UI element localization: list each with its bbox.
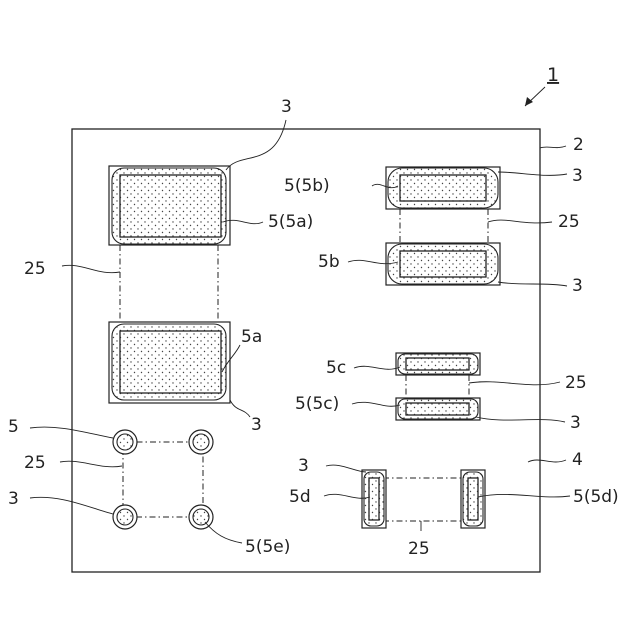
leader-b-top-3 [498, 172, 567, 175]
leader-a-bot-3 [230, 400, 250, 417]
leader-c-bot-3 [476, 417, 565, 422]
leader-b-25 [488, 220, 552, 223]
label-c-bot-3: 3 [570, 413, 581, 433]
solder-5e-tr [193, 434, 209, 450]
component-group-d: 3 5d 5(5d) 25 [289, 456, 619, 559]
label-a-top-5: 5(5a) [268, 212, 313, 232]
label-d-5d: 5d [289, 487, 311, 507]
label-c-25: 25 [565, 373, 587, 393]
solder-5d-right [463, 472, 483, 526]
leader-d-5 [478, 494, 570, 497]
component-group-e: 5 25 3 5(5e) [8, 417, 290, 557]
label-b-bot-5: 5b [318, 252, 340, 272]
component-group-b: 5(5b) 3 25 5b 3 [284, 166, 583, 296]
label-e-3: 3 [8, 489, 19, 509]
label-c-top-5: 5c [326, 358, 346, 378]
label-a-top-3: 3 [281, 97, 292, 117]
solder-5e-br [193, 509, 209, 525]
leader-d-3 [326, 465, 366, 472]
solder-5b-bottom [388, 244, 498, 284]
label-b-top-3: 3 [572, 166, 583, 186]
leader-c-top-5 [354, 366, 400, 369]
label-a-25: 25 [24, 259, 46, 279]
label-b-top-5: 5(5b) [284, 176, 330, 196]
leader-4 [528, 460, 566, 462]
solder-5c-top [398, 354, 478, 374]
outline-25-e [123, 442, 203, 517]
solder-5c-bottom [398, 399, 478, 419]
leader-a-25 [62, 265, 120, 272]
label-d-5: 5(5d) [573, 487, 619, 507]
solder-5a-bottom [112, 324, 226, 400]
solder-5e-tl [117, 434, 133, 450]
ref-arrowhead-1 [525, 97, 533, 106]
label-c-bot-5: 5(5c) [295, 394, 339, 414]
solder-5a-top [112, 168, 226, 244]
solder-5d-left [364, 472, 384, 526]
label-d-25: 25 [408, 539, 430, 559]
leader-b-bot-3 [498, 282, 567, 286]
label-e-5e: 5(5e) [245, 537, 290, 557]
leader-2 [540, 146, 566, 148]
label-4: 4 [572, 450, 583, 470]
label-2: 2 [573, 135, 584, 155]
label-b-25: 25 [558, 212, 580, 232]
leader-e-25 [60, 461, 122, 467]
solder-5e-bl [117, 509, 133, 525]
label-a-bot-5: 5a [241, 327, 262, 347]
component-group-c: 5c 25 5(5c) 3 [295, 353, 587, 433]
label-d-3: 3 [298, 456, 309, 476]
label-b-bot-3: 3 [572, 276, 583, 296]
leader-a-top-3 [226, 120, 286, 170]
component-group-a: 3 5(5a) 25 5a 3 [24, 97, 313, 435]
label-a-bot-3: 3 [251, 415, 262, 435]
label-e-5: 5 [8, 417, 19, 437]
solder-5b-top [388, 168, 498, 208]
label-e-25: 25 [24, 453, 46, 473]
leader-c-bot-5 [352, 402, 400, 406]
ref-label-1: 1 [547, 64, 559, 86]
leader-c-25 [469, 382, 560, 385]
